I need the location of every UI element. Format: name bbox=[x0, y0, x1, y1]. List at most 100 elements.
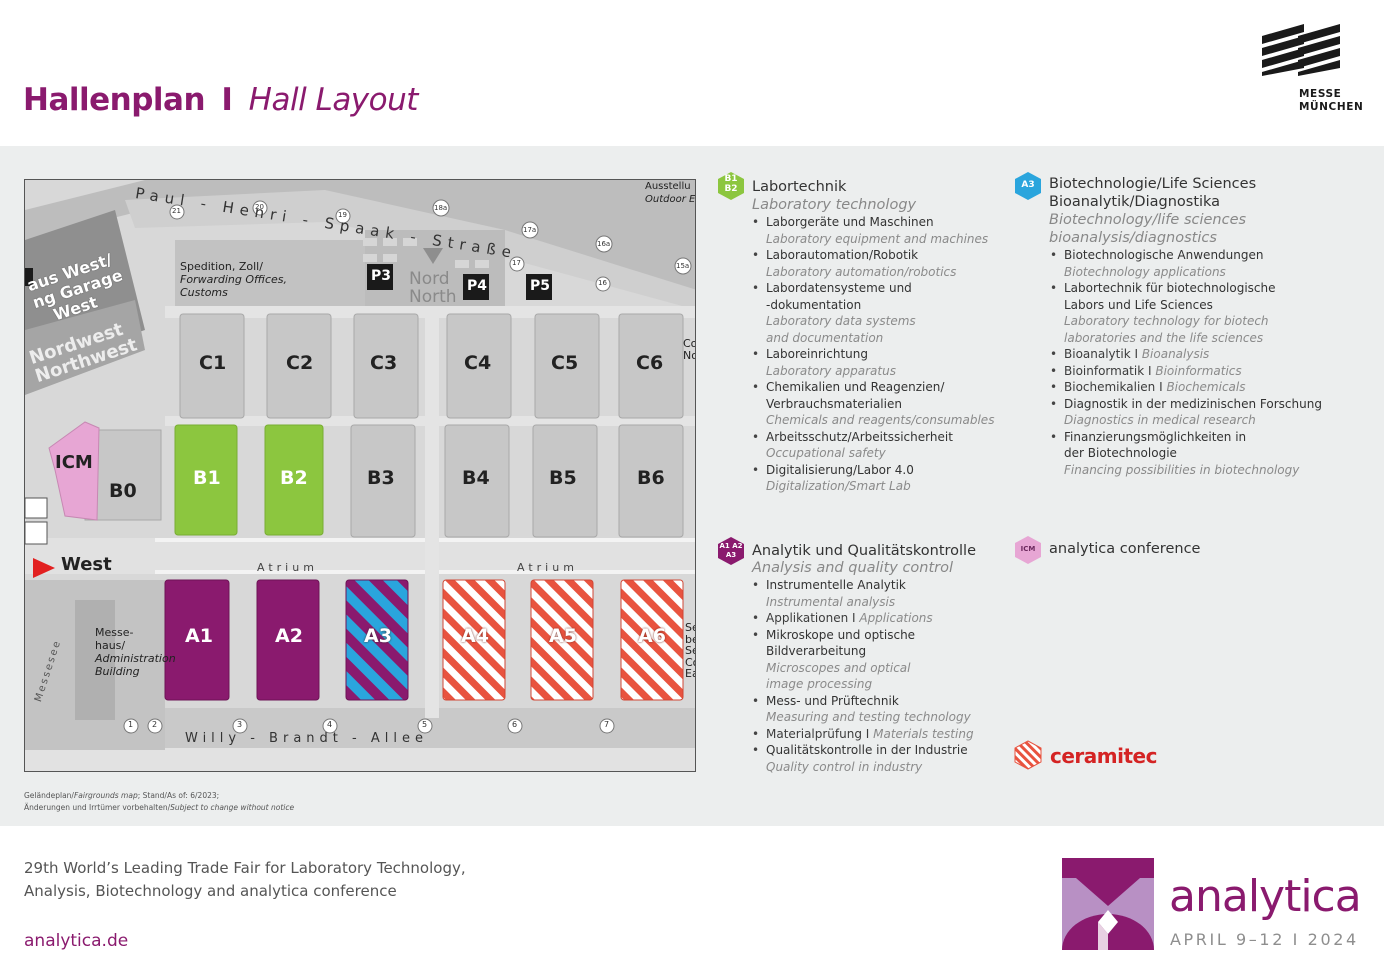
messe-name: MESSE MÜNCHEN bbox=[1299, 88, 1364, 113]
entrance-7: 7 bbox=[604, 720, 610, 729]
hall-a4[interactable]: A4 bbox=[461, 625, 489, 647]
messe-stripes-icon bbox=[1262, 24, 1340, 76]
bio-title: Biotechnologie/Life Sciences bbox=[1049, 176, 1257, 192]
bio-items: Biotechnologische AnwendungenBiotechnolo… bbox=[1050, 247, 1322, 478]
hall-a1[interactable]: A1 bbox=[185, 625, 213, 647]
hall-c5[interactable]: C5 bbox=[551, 352, 579, 374]
fairground-map[interactable]: Paul - Henri - Spaak - Straße Willy - Br… bbox=[24, 179, 696, 772]
north-label: Nord North bbox=[409, 269, 457, 307]
entrance-17a: 17a bbox=[523, 226, 537, 234]
title-en: Hall Layout bbox=[248, 82, 419, 118]
hall-a2[interactable]: A2 bbox=[275, 625, 303, 647]
hall-c2[interactable]: C2 bbox=[286, 352, 314, 374]
list-item: Materialprüfung I Materials testing bbox=[752, 726, 974, 743]
analytic-hexagon-icon bbox=[718, 537, 744, 565]
hall-b6[interactable]: B6 bbox=[637, 467, 665, 489]
icm-map-label[interactable]: ICM bbox=[55, 452, 93, 473]
analytica-logo[interactable]: analytica APRIL 9–12 I 2024 bbox=[1062, 858, 1362, 950]
analytic-badge: A1 A2 A3 bbox=[719, 542, 743, 559]
map-footnote: Geländeplan/Fairgrounds map; Stand/As of… bbox=[24, 791, 295, 812]
lab-title: Labortechnik bbox=[752, 179, 847, 195]
list-item: Digitalisierung/Labor 4.0Digitalization/… bbox=[752, 462, 994, 495]
hall-b5[interactable]: B5 bbox=[549, 467, 577, 489]
hall-c1[interactable]: C1 bbox=[199, 352, 227, 374]
list-item: Biochemikalien I Biochemicals bbox=[1050, 379, 1322, 396]
bio-badge: A3 bbox=[1021, 180, 1035, 190]
west-entrance-arrow-icon bbox=[33, 558, 55, 578]
atrium-left: Atrium bbox=[257, 561, 318, 574]
hall-a5[interactable]: A5 bbox=[549, 625, 577, 647]
analytic-title-en: Analysis and quality control bbox=[752, 560, 954, 576]
parking-label-p5: P5 bbox=[530, 278, 551, 294]
footer-tagline: 29th World’s Leading Trade Fair for Labo… bbox=[24, 859, 466, 900]
entrance-1: 1 bbox=[128, 720, 134, 729]
analytica-mark-icon bbox=[1062, 858, 1154, 950]
list-item: Labortechnik für biotechnologischeLabors… bbox=[1050, 280, 1322, 346]
footer-url-link[interactable]: analytica.de bbox=[24, 931, 129, 951]
entrance-2: 2 bbox=[152, 720, 158, 729]
bio-title-en-2: bioanalysis/diagnostics bbox=[1049, 230, 1217, 246]
lab-badge: B1 B2 bbox=[724, 174, 738, 194]
hall-a3[interactable]: A3 bbox=[364, 625, 392, 647]
list-item: Diagnostik in der medizinischen Forschun… bbox=[1050, 396, 1322, 429]
ceramitec-hexagon-icon bbox=[1014, 740, 1042, 770]
page-header: Hallenplan I Hall Layout MESSE MÜNCHEN bbox=[0, 0, 1384, 146]
hall-b0[interactable]: B0 bbox=[109, 480, 137, 502]
entrance-20: 20 bbox=[255, 203, 264, 211]
bio-title-2: Bioanalytik/Diagnostika bbox=[1049, 194, 1221, 210]
outdoor-label: Ausstellu Outdoor E bbox=[645, 181, 696, 205]
parking-label-p4: P4 bbox=[467, 278, 488, 294]
entrance-3: 3 bbox=[237, 720, 243, 729]
list-item: Mikroskope und optischeBildverarbeitungM… bbox=[752, 627, 974, 693]
lab-hexagon-icon bbox=[718, 172, 744, 200]
hall-b1[interactable]: B1 bbox=[193, 467, 221, 489]
west-label: West bbox=[61, 554, 112, 575]
bus-icon bbox=[25, 521, 48, 545]
messehaus-label: Messe- haus/ Administration Building bbox=[95, 626, 176, 678]
hall-b3[interactable]: B3 bbox=[367, 467, 395, 489]
hall-c3[interactable]: C3 bbox=[370, 352, 398, 374]
bio-title-en: Biotechnology/life sciences bbox=[1049, 212, 1247, 228]
entrance-5: 5 bbox=[422, 720, 428, 729]
title-de: Hallenplan bbox=[23, 82, 206, 118]
page-title: Hallenplan I Hall Layout bbox=[23, 82, 418, 118]
icm-badge: ICM bbox=[1020, 545, 1036, 553]
conference-title: analytica conference bbox=[1049, 541, 1201, 557]
entrance-15a: 15a bbox=[676, 262, 690, 270]
hall-b2[interactable]: B2 bbox=[280, 467, 308, 489]
list-item: Chemikalien und Reagenzien/Verbrauchsmat… bbox=[752, 379, 994, 429]
right-edge-label-a: Se be Se Co Ea bbox=[685, 621, 695, 680]
north-arrow-icon bbox=[423, 248, 443, 264]
title-separator: I bbox=[221, 82, 233, 118]
list-item: Bioanalytik I Bioanalysis bbox=[1050, 346, 1322, 363]
lab-title-en: Laboratory technology bbox=[752, 197, 917, 213]
ceramitec-logo: ceramitec bbox=[1050, 744, 1157, 768]
hall-b4[interactable]: B4 bbox=[462, 467, 490, 489]
hall-c4[interactable]: C4 bbox=[464, 352, 492, 374]
entrance-21: 21 bbox=[172, 207, 181, 215]
entrance-16: 16 bbox=[598, 279, 607, 287]
entrance-4: 4 bbox=[327, 720, 333, 729]
bio-hexagon-icon bbox=[1015, 172, 1041, 200]
parking-badge-p5 bbox=[526, 274, 552, 300]
parking-badge-p4 bbox=[463, 274, 489, 300]
event-dates: APRIL 9–12 I 2024 bbox=[1170, 930, 1359, 949]
atrium-right: Atrium bbox=[517, 561, 578, 574]
entrance-17: 17 bbox=[512, 259, 521, 267]
right-edge-label-c: Co No bbox=[683, 337, 696, 362]
list-item: Biotechnologische AnwendungenBiotechnolo… bbox=[1050, 247, 1322, 280]
messe-muenchen-logo[interactable]: MESSE MÜNCHEN bbox=[1260, 22, 1364, 122]
hall-c6[interactable]: C6 bbox=[636, 352, 664, 374]
icm-hexagon-icon bbox=[1015, 536, 1041, 564]
analytic-title: Analytik und Qualitätskontrolle bbox=[752, 543, 976, 559]
hall-a6[interactable]: A6 bbox=[638, 625, 666, 647]
list-item: Labordatensysteme und-dokumentationLabor… bbox=[752, 280, 994, 346]
list-item: Applikationen I Applications bbox=[752, 610, 974, 627]
street-bottom: Willy - Brandt - Allee bbox=[185, 731, 428, 746]
entrance-16a: 16a bbox=[597, 240, 611, 248]
